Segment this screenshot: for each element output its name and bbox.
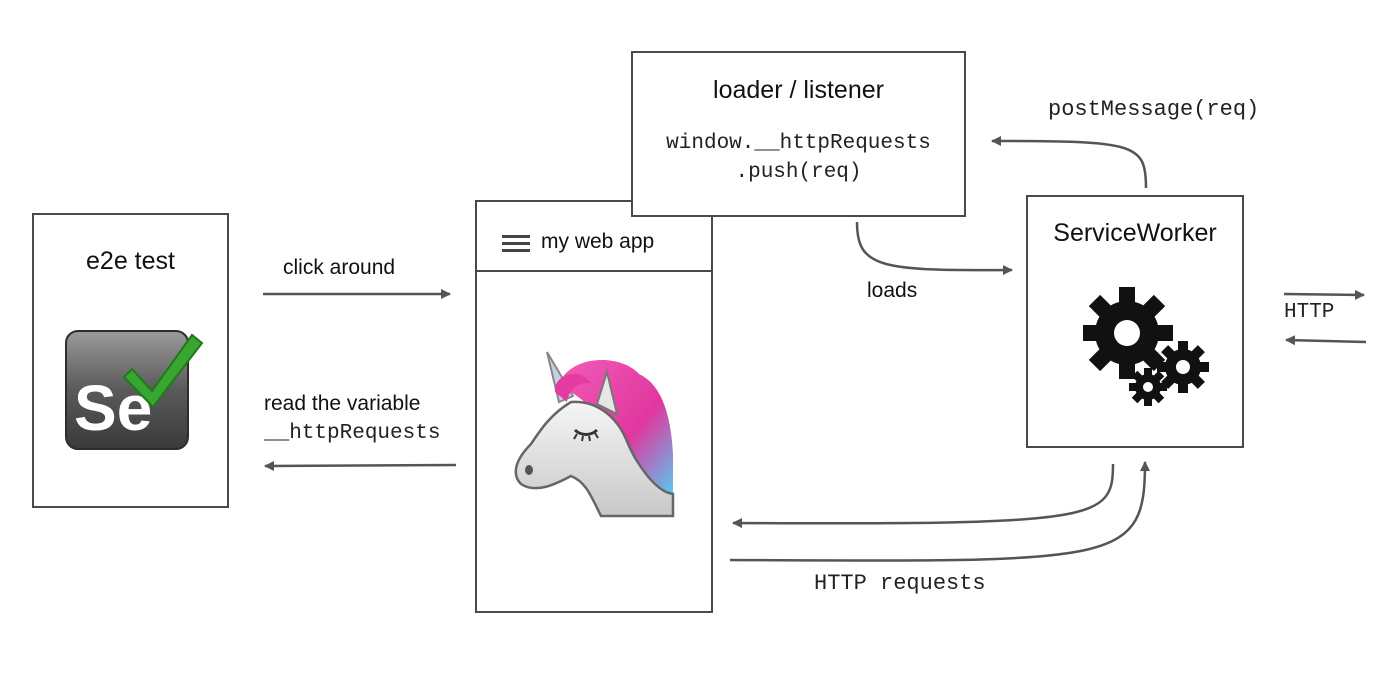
loader-listener-box: loader / listener window.__httpRequests … xyxy=(631,51,966,217)
web-app-title: my web app xyxy=(541,230,655,253)
http-requests-variable-label: __httpRequests xyxy=(264,422,441,445)
selenium-logo-icon: Se xyxy=(65,330,204,450)
read-variable-label: read the variable xyxy=(264,392,421,415)
service-worker-box: ServiceWorker xyxy=(1026,195,1244,448)
read-variable-arrow xyxy=(264,460,457,471)
e2e-test-box: e2e test Se xyxy=(32,213,229,508)
loader-code-line1: window.__httpRequests xyxy=(666,132,931,155)
app-to-sw-arrow xyxy=(729,461,1150,562)
post-message-label: postMessage(req) xyxy=(1048,97,1260,122)
unicorn-icon xyxy=(514,351,675,518)
e2e-test-title: e2e test xyxy=(86,247,175,275)
sw-to-app-arrow xyxy=(732,463,1115,529)
loader-code-line2: .push(req) xyxy=(735,161,862,184)
post-message-arrow xyxy=(991,136,1148,189)
web-app-box: my web app xyxy=(475,200,713,613)
http-out-arrow xyxy=(1283,289,1365,300)
http-requests-label: HTTP requests xyxy=(814,571,986,596)
loads-arrow xyxy=(855,221,1013,276)
loader-title: loader / listener xyxy=(713,76,884,104)
hamburger-icon[interactable] xyxy=(502,235,530,253)
service-worker-title: ServiceWorker xyxy=(1053,219,1217,247)
click-around-label: click around xyxy=(283,256,396,279)
http-label: HTTP xyxy=(1284,301,1335,324)
web-app-header: my web app xyxy=(477,202,711,272)
loads-label: loads xyxy=(867,279,918,302)
gears-icon xyxy=(1083,287,1209,406)
http-in-arrow xyxy=(1285,335,1367,346)
